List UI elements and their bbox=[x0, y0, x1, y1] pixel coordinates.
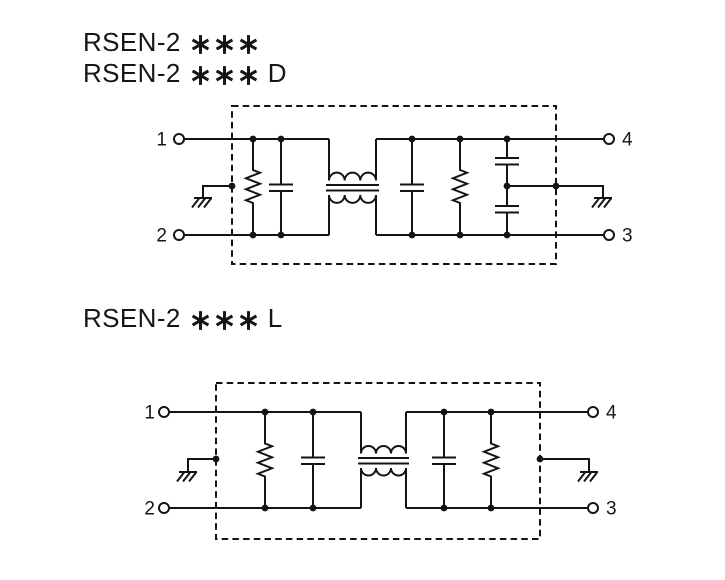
chassis-ground-icon bbox=[191, 197, 212, 209]
asterisk-icon bbox=[215, 66, 233, 85]
junction-dot bbox=[440, 408, 448, 416]
junction-dots bbox=[212, 408, 544, 512]
ground-wire-left bbox=[187, 458, 216, 472]
junction-dot bbox=[456, 135, 464, 143]
terminals bbox=[173, 133, 615, 241]
asterisk-icon bbox=[239, 311, 257, 330]
junction-dot bbox=[277, 135, 285, 143]
chassis-ground-icon bbox=[176, 471, 197, 483]
terminal-1-label: 1 bbox=[144, 403, 155, 424]
terminal-1 bbox=[173, 133, 185, 145]
terminal-3-label: 3 bbox=[606, 499, 617, 520]
junction-dot bbox=[440, 504, 448, 512]
filter-case-outline bbox=[231, 105, 557, 265]
asterisk-icon bbox=[191, 35, 209, 54]
resistor-input bbox=[255, 412, 275, 508]
terminal-1-label: 1 bbox=[156, 130, 167, 151]
junction-dot bbox=[249, 231, 257, 239]
terminal-3 bbox=[603, 229, 615, 241]
model-wildcard-stars bbox=[190, 65, 259, 86]
asterisk-icon bbox=[215, 35, 233, 54]
capacitor-input bbox=[269, 139, 293, 235]
terminal-2 bbox=[158, 502, 170, 514]
choke-core bbox=[326, 184, 379, 192]
asterisk-icon bbox=[191, 311, 209, 330]
ground-wire-right bbox=[507, 185, 604, 198]
terminal-labels: 1 2 4 3 bbox=[144, 403, 617, 520]
model-suffix: L bbox=[267, 303, 283, 333]
capacitor-input bbox=[301, 412, 325, 508]
model-wildcard-stars bbox=[190, 310, 259, 331]
terminal-1 bbox=[158, 406, 170, 418]
choke-winding-top bbox=[328, 139, 377, 181]
ground-wire-right bbox=[540, 458, 590, 472]
terminal-3-label: 3 bbox=[622, 226, 633, 247]
model-prefix: RSEN-2 bbox=[83, 58, 181, 88]
junction-dot bbox=[487, 504, 495, 512]
junction-dot bbox=[503, 135, 511, 143]
terminal-2 bbox=[173, 229, 185, 241]
model-heading-rsen2: RSEN-2 bbox=[83, 27, 287, 58]
asterisk-icon bbox=[239, 66, 257, 85]
choke-winding-bottom bbox=[360, 467, 407, 508]
junction-dot bbox=[261, 408, 269, 416]
model-prefix: RSEN-2 bbox=[83, 303, 181, 333]
model-heading-rsen2l: RSEN-2 L bbox=[83, 303, 283, 334]
terminal-4 bbox=[587, 406, 599, 418]
junction-dot bbox=[309, 408, 317, 416]
capacitor-output bbox=[432, 412, 456, 508]
terminal-2-label: 2 bbox=[144, 499, 155, 520]
junction-dot bbox=[503, 231, 511, 239]
asterisk-icon bbox=[191, 66, 209, 85]
chassis-ground-icon bbox=[591, 197, 612, 209]
circuit-bottom-schematic: 1 2 4 3 bbox=[144, 382, 617, 540]
capacitor-output bbox=[400, 139, 424, 235]
heading-top-models: RSEN-2 RSEN-2 D bbox=[83, 27, 287, 89]
case-ground-dot bbox=[536, 455, 544, 463]
model-heading-rsen2d: RSEN-2 D bbox=[83, 58, 287, 89]
junction-dot bbox=[456, 231, 464, 239]
junction-dot bbox=[408, 231, 416, 239]
junction-dot bbox=[249, 135, 257, 143]
terminal-4-label: 4 bbox=[622, 130, 633, 151]
resistor-input bbox=[243, 139, 263, 235]
model-prefix: RSEN-2 bbox=[83, 27, 181, 57]
junction-dot bbox=[277, 231, 285, 239]
terminal-2-label: 2 bbox=[156, 226, 167, 247]
model-wildcard-stars bbox=[190, 34, 259, 55]
junction-dots bbox=[228, 135, 560, 239]
case-ground-dot bbox=[212, 455, 220, 463]
resistor-output bbox=[481, 412, 501, 508]
junction-dot bbox=[408, 135, 416, 143]
model-suffix: D bbox=[267, 58, 287, 88]
junction-dot bbox=[487, 408, 495, 416]
terminal-3 bbox=[587, 502, 599, 514]
case-ground-dot bbox=[552, 182, 560, 190]
y-cap-midpoint-dot bbox=[503, 182, 511, 190]
choke-winding-top bbox=[360, 412, 407, 454]
case-ground-dot bbox=[228, 182, 236, 190]
junction-dot bbox=[261, 504, 269, 512]
choke-core bbox=[358, 457, 409, 465]
junction-dot bbox=[309, 504, 317, 512]
terminals bbox=[158, 406, 599, 514]
heading-bottom-model: RSEN-2 L bbox=[83, 303, 283, 334]
chassis-ground-icon bbox=[577, 471, 598, 483]
choke-winding-bottom bbox=[328, 194, 377, 235]
asterisk-icon bbox=[239, 35, 257, 54]
asterisk-icon bbox=[215, 311, 233, 330]
terminal-4-label: 4 bbox=[606, 403, 617, 424]
resistor-output bbox=[450, 139, 470, 235]
circuit-top-schematic: 1 2 4 3 bbox=[156, 105, 633, 265]
ground-wire-left bbox=[202, 185, 232, 198]
terminal-4 bbox=[603, 133, 615, 145]
terminal-labels: 1 2 4 3 bbox=[156, 130, 633, 247]
